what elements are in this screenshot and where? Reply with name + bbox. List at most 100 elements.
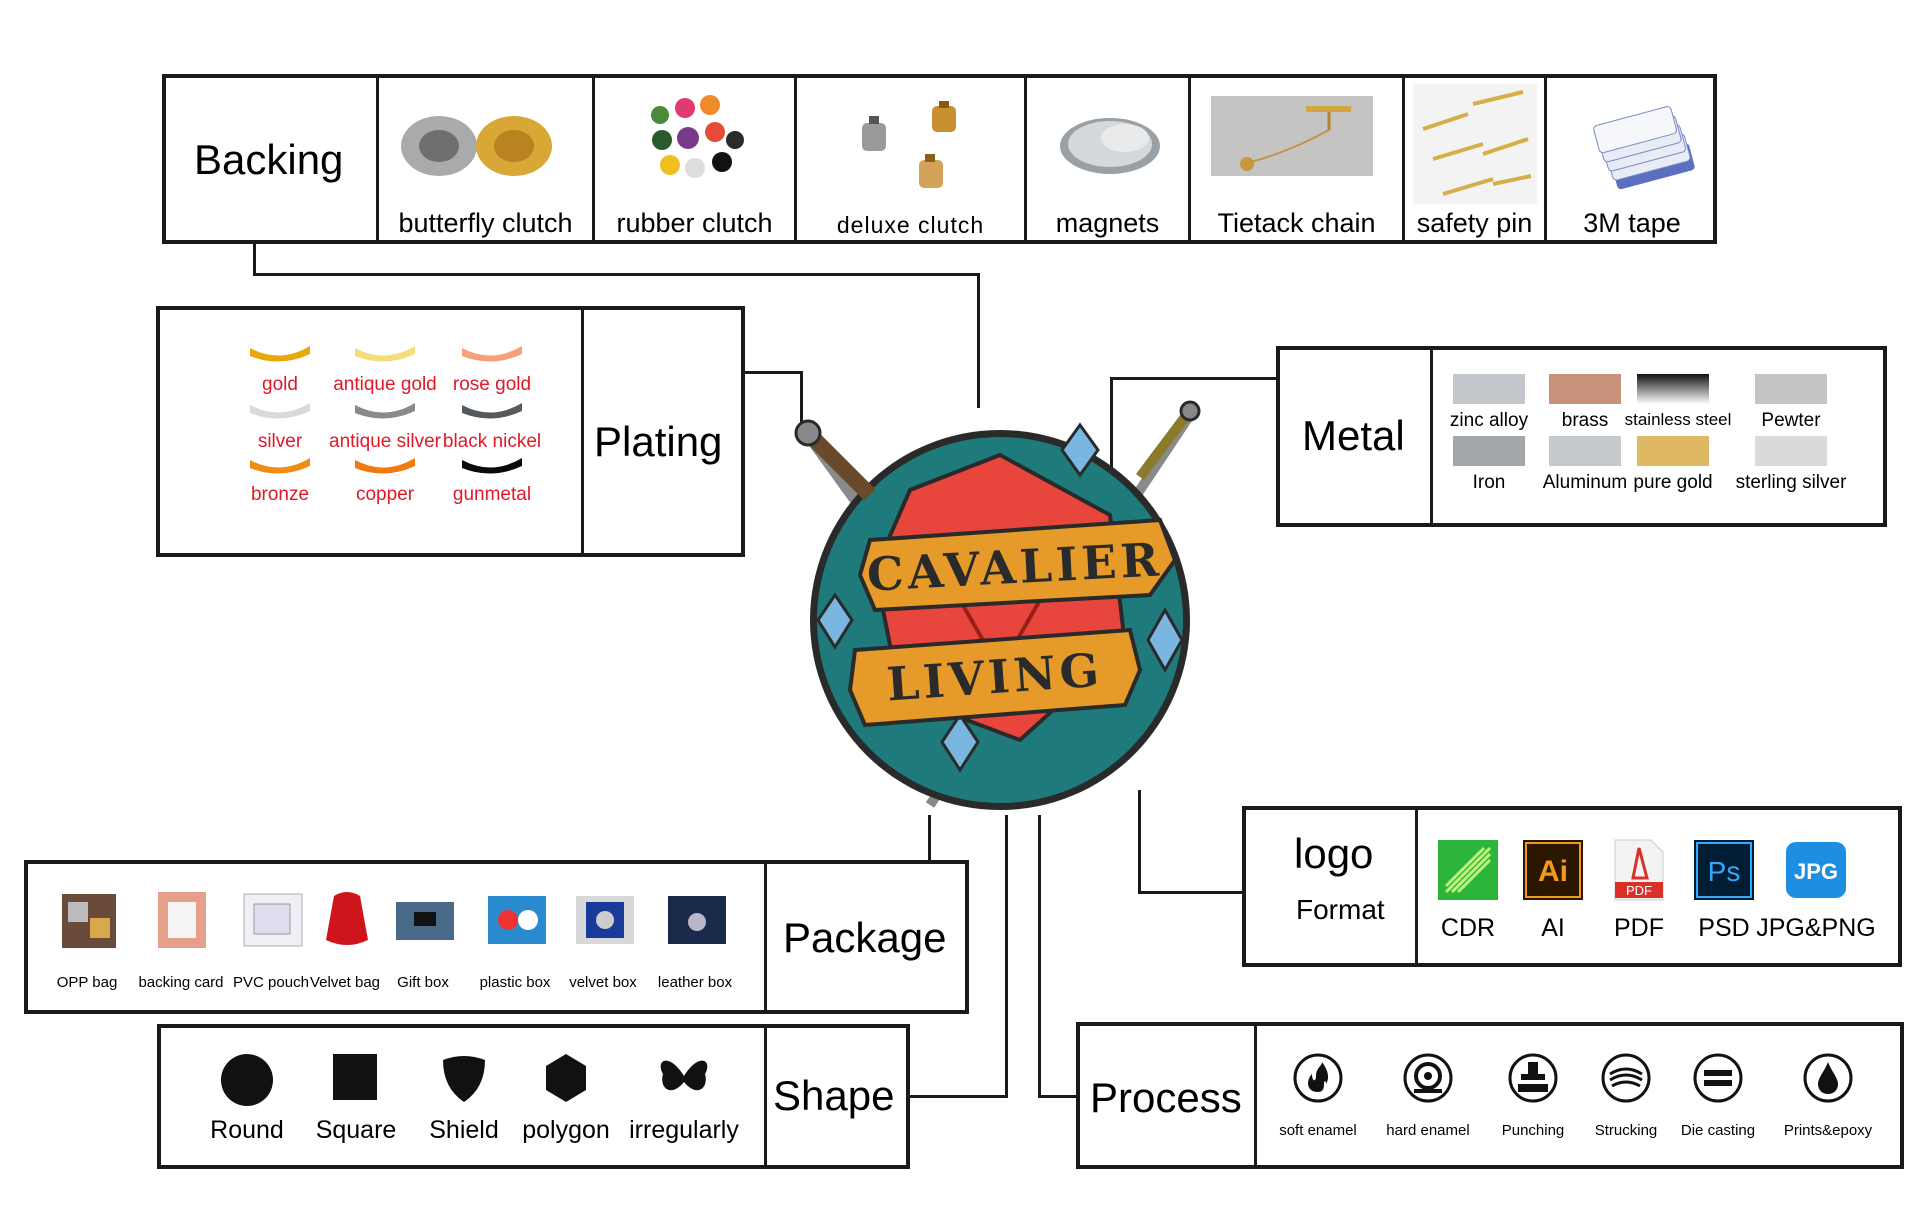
leather-box-photo xyxy=(668,896,726,944)
metal-title: Metal xyxy=(1302,412,1405,459)
illustrator-icon: Ai xyxy=(1523,840,1583,900)
velvet-box-photo xyxy=(576,896,634,944)
connector-package xyxy=(928,815,931,860)
svg-text:PDF: PDF xyxy=(1626,883,1652,898)
pdf-icon: PDF xyxy=(1614,839,1664,901)
metal-label: brass xyxy=(1561,410,1609,431)
backing-item-butterfly-clutch: butterfly clutch xyxy=(376,78,592,240)
plating-swatch-gold xyxy=(250,346,310,362)
plating-label: black nickel xyxy=(442,431,542,452)
velvet-bag-photo xyxy=(326,892,368,945)
metal-swatch xyxy=(1453,436,1525,466)
metal-label: zinc alloy xyxy=(1449,410,1529,431)
plating-label: antique silver xyxy=(329,431,441,452)
backing-item-label: magnets xyxy=(1055,208,1160,238)
plating-title-cell: Plating xyxy=(581,310,745,553)
shape-label: irregularly xyxy=(629,1116,739,1144)
shape-label: Round xyxy=(210,1116,284,1144)
process-label: soft enamel xyxy=(1279,1122,1357,1139)
metal-label: Pewter xyxy=(1761,410,1821,431)
butterfly-icon xyxy=(660,1060,708,1091)
butterfly-clutch-photo xyxy=(401,116,552,176)
metal-swatch xyxy=(1453,374,1525,404)
svg-text:JPG: JPG xyxy=(1794,859,1838,884)
hexagon-icon xyxy=(546,1054,586,1102)
plating-label: silver xyxy=(257,431,303,452)
backing-card-photo xyxy=(158,892,206,948)
format-label: JPG&PNG xyxy=(1756,914,1876,942)
backing-item-label: safety pin xyxy=(1416,208,1533,238)
connector-process xyxy=(1038,815,1041,1097)
svg-text:Ps: Ps xyxy=(1708,856,1741,887)
backing-item-rubber-clutch: rubber clutch xyxy=(592,78,794,240)
package-label: Gift box xyxy=(397,974,449,991)
plastic-box-photo xyxy=(488,896,546,944)
plating-swatch-gunmetal xyxy=(462,458,522,474)
shape-label: Square xyxy=(315,1116,397,1144)
backing-item-label: butterfly clutch xyxy=(398,208,573,238)
svg-text:Ai: Ai xyxy=(1538,855,1568,888)
process-panel: Process soft enamel hard enamel Punching… xyxy=(1076,1022,1904,1169)
logo-title: logo xyxy=(1294,830,1374,877)
photoshop-icon: Ps xyxy=(1694,840,1754,900)
process-label: Strucking xyxy=(1594,1122,1658,1139)
plating-label: bronze xyxy=(250,484,310,505)
metal-swatch xyxy=(1549,436,1621,466)
metal-label: Aluminum xyxy=(1542,472,1628,493)
deluxe-clutch-photo xyxy=(862,101,956,188)
metal-label: pure gold xyxy=(1633,472,1713,493)
plating-title: Plating xyxy=(594,418,723,465)
shield-icon xyxy=(443,1056,485,1102)
backing-item-3m-tape: 3M tape xyxy=(1544,78,1717,240)
metal-swatch xyxy=(1755,436,1827,466)
pvc-pouch-photo xyxy=(243,893,303,947)
backing-item-label: deluxe clutch xyxy=(836,212,985,238)
coreldraw-icon xyxy=(1438,840,1498,900)
metal-label: Iron xyxy=(1472,472,1506,493)
square-icon xyxy=(333,1054,377,1100)
plating-swatch-antique-silver xyxy=(355,403,415,419)
gift-box-photo xyxy=(396,902,454,940)
metal-swatch xyxy=(1755,374,1827,404)
backing-item-label: 3M tape xyxy=(1583,208,1681,238)
connector-plating xyxy=(742,371,802,374)
plating-swatch-black-nickel xyxy=(462,403,522,419)
connector-plating xyxy=(800,371,803,426)
backing-item-magnets: magnets xyxy=(1024,78,1188,240)
press-icon xyxy=(1508,1053,1558,1103)
logo-subtitle: Format xyxy=(1296,894,1385,925)
plating-label: rose gold xyxy=(452,374,532,395)
connector-logo xyxy=(1138,891,1244,894)
plating-label: copper xyxy=(355,484,415,505)
plating-label: gold xyxy=(262,374,298,395)
metal-swatch xyxy=(1549,374,1621,404)
process-label: Prints&epoxy xyxy=(1783,1122,1873,1139)
circle-icon xyxy=(221,1054,273,1106)
package-title-cell: Package xyxy=(764,864,969,1010)
plating-swatch-copper xyxy=(355,458,415,474)
backing-panel: Backing butterfly clutch rubber clutch d… xyxy=(162,74,1717,244)
logo-format-list: Ai PDF Ps JPG CDR AI PDF PSD JPG&PNG xyxy=(1415,810,1902,963)
shape-label: polygon xyxy=(522,1116,610,1144)
connector-backing xyxy=(253,273,979,276)
process-label: Die casting xyxy=(1680,1122,1756,1139)
logo-format-panel: logo Format Ai PDF Ps JPG CDR AI PDF PSD… xyxy=(1242,806,1902,967)
connector-backing xyxy=(253,241,256,275)
plating-label: gunmetal xyxy=(452,484,532,505)
process-list: soft enamel hard enamel Punching Strucki… xyxy=(1254,1026,1904,1165)
connector-logo xyxy=(1138,790,1141,893)
grinder-icon xyxy=(1403,1053,1453,1103)
flame-icon xyxy=(1293,1053,1343,1103)
process-label: hard enamel xyxy=(1386,1122,1470,1139)
magnets-photo xyxy=(1060,118,1160,174)
process-label: Punching xyxy=(1501,1122,1565,1139)
tietack-chain-photo xyxy=(1211,96,1373,176)
backing-item-label: Tietack chain xyxy=(1217,208,1376,238)
metal-swatch xyxy=(1637,374,1709,404)
connector-backing xyxy=(977,273,980,408)
connector-metal xyxy=(1110,377,1278,380)
backing-title: Backing xyxy=(194,136,344,183)
connector-shape xyxy=(1005,815,1008,1097)
